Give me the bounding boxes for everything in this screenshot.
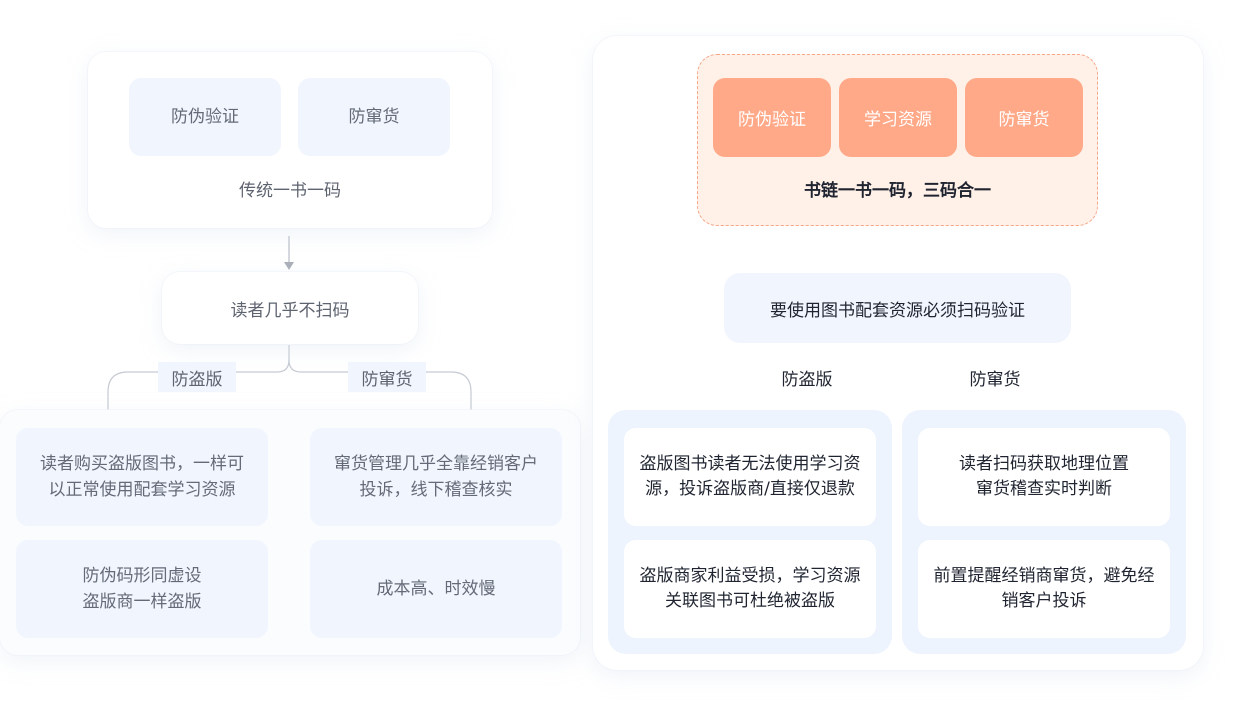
right-branch-anti-diversion: 防窜货 — [956, 362, 1034, 392]
left-card-piracy-1: 读者购买盗版图书，一样可以正常使用配套学习资源 — [16, 428, 268, 526]
right-card-diversion-2: 前置提醒经销商窜货，避免经销客户投诉 — [918, 540, 1170, 638]
left-tag-anti-counterfeit: 防伪验证 — [129, 78, 281, 156]
right-card-piracy-2: 盗版商家利益受损，学习资源关联图书可杜绝被盗版 — [624, 540, 876, 638]
left-card-diversion-2: 成本高、时效慢 — [310, 540, 562, 638]
left-branch-anti-piracy: 防盗版 — [158, 362, 236, 392]
right-card-diversion-1-text: 读者扫码获取地理位置 窜货稽查实时判断 — [959, 454, 1129, 499]
left-top-title: 传统一书一码 — [239, 180, 341, 201]
right-card-diversion-1: 读者扫码获取地理位置 窜货稽查实时判断 — [918, 428, 1170, 526]
left-card-piracy-2: 防伪码形同虚设 盗版商一样盗版 — [16, 540, 268, 638]
right-middle-node: 要使用图书配套资源必须扫码验证 — [724, 273, 1071, 343]
right-tag-anti-counterfeit: 防伪验证 — [713, 78, 831, 157]
left-card-diversion-1: 窜货管理几乎全靠经销客户投诉，线下稽查核实 — [310, 428, 562, 526]
left-branch-anti-diversion: 防窜货 — [348, 362, 426, 392]
right-card-piracy-1: 盗版图书读者无法使用学习资源，投诉盗版商/直接仅退款 — [624, 428, 876, 526]
left-card-piracy-2-text: 防伪码形同虚设 盗版商一样盗版 — [82, 566, 202, 612]
left-middle-node: 读者几乎不扫码 — [162, 272, 418, 344]
right-branch-anti-piracy: 防盗版 — [768, 362, 846, 392]
right-tag-anti-diversion: 防窜货 — [965, 78, 1083, 157]
right-top-title: 书链一书一码，三码合一 — [804, 180, 991, 201]
left-tag-anti-diversion: 防窜货 — [298, 78, 450, 156]
right-tag-learning-resource: 学习资源 — [839, 78, 957, 157]
